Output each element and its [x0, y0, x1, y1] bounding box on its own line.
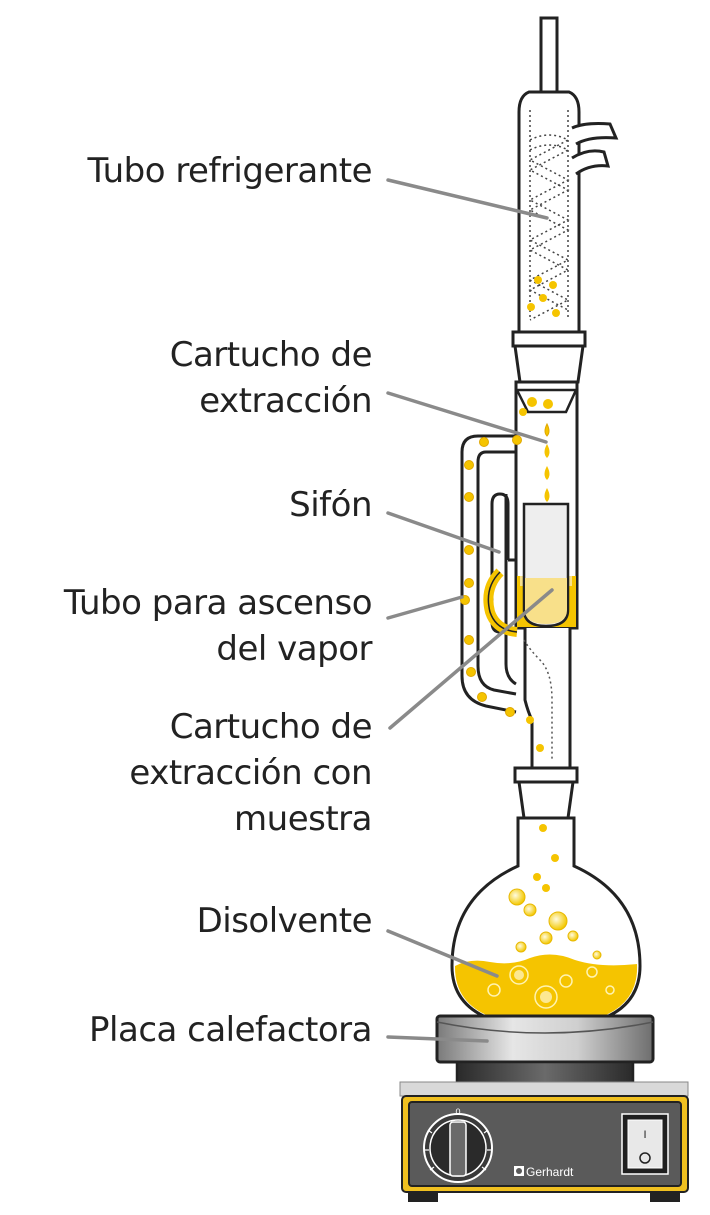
leader-tubo-vapor: [386, 595, 464, 620]
temperature-knob: [423, 1113, 493, 1183]
round-bottom-flask: [450, 816, 642, 1030]
extraction-thimble: [522, 502, 570, 628]
leader-tubo-refrigerante: [386, 178, 549, 220]
label-sifon: Sifón: [289, 482, 372, 528]
siphon-tube: [483, 492, 518, 686]
leader-disolvente: [386, 929, 499, 978]
label-cartucho-extraccion: Cartucho de extracción: [169, 332, 373, 424]
label-cartucho-muestra: Cartucho de extracción con muestra: [129, 704, 372, 842]
label-tubo-vapor: Tubo para ascenso del vapor: [63, 580, 373, 672]
leader-cartucho-extraccion: [386, 391, 548, 444]
label-line: Tubo refrigerante: [87, 151, 372, 191]
leader-sifon: [386, 511, 501, 554]
heating-plate: [435, 1014, 655, 1086]
extractor-lower-tube: [523, 628, 572, 770]
lower-joint: [513, 766, 579, 820]
power-switch-on-mark: I: [643, 1129, 646, 1141]
label-line: Cartucho de: [169, 707, 373, 747]
label-disolvente: Disolvente: [196, 898, 373, 944]
label-placa-calefactora: Placa calefactora: [89, 1007, 372, 1053]
label-line: Sifón: [289, 485, 372, 525]
vapor-rise-tube: [460, 434, 522, 717]
condenser-tube: [517, 16, 619, 334]
leader-cartucho-muestra: [388, 588, 554, 730]
label-line: muestra: [234, 799, 372, 839]
label-line: del vapor: [216, 629, 372, 669]
knob-zero-mark: 0: [455, 1107, 460, 1117]
leader-lines: [386, 178, 554, 1043]
label-line: Cartucho de: [169, 335, 373, 375]
label-line: Placa calefactora: [89, 1010, 372, 1050]
label-tubo-refrigerante: Tubo refrigerante: [87, 148, 372, 194]
leader-placa-calefactora: [386, 1035, 489, 1043]
label-line: extracción con: [129, 753, 372, 793]
label-line: Tubo para ascenso: [63, 583, 373, 623]
power-switch: [621, 1113, 669, 1175]
label-line: Disolvente: [196, 901, 373, 941]
brand-name: Gerhardt: [526, 1165, 574, 1179]
upper-joint: [511, 330, 587, 384]
label-line: extracción: [199, 381, 372, 421]
